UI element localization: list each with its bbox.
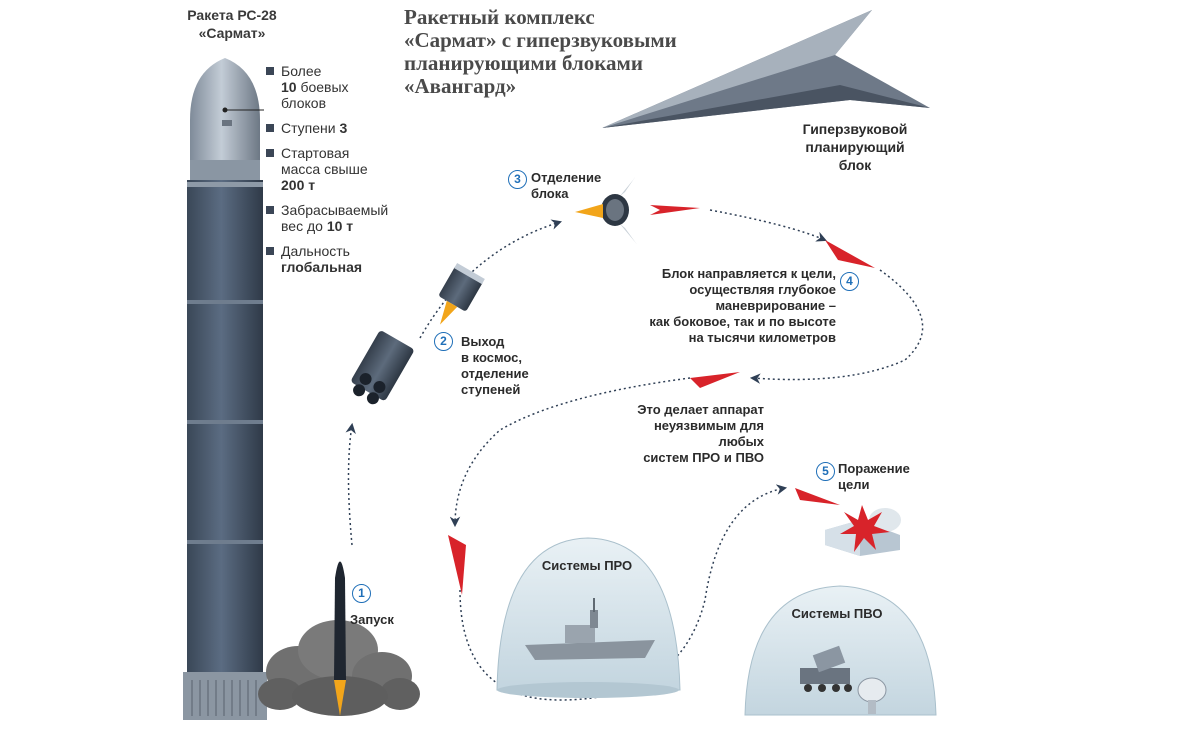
ascent-path (345, 422, 356, 546)
step-3-badge: 3 (508, 170, 527, 189)
warhead-icon (448, 535, 466, 595)
step-1-label: Запуск (350, 612, 394, 627)
pvo-zone-label: Системы ПВО (791, 606, 883, 621)
spec-range: Дальность глобальная (266, 243, 398, 275)
step-3-label: Отделение блока (531, 170, 602, 201)
first-stage-icon (351, 331, 414, 405)
step-5-badge: 5 (816, 462, 835, 481)
target-building-icon (825, 505, 901, 556)
sam-launcher-icon (800, 645, 852, 692)
invulnerability-note: Это делает аппарат неуязвимым для любых … (637, 402, 764, 465)
warhead-icon (690, 372, 740, 388)
page-title: Ракетный комплекс «Сармат» с гиперзвуков… (404, 5, 677, 98)
step-2-label: Выход в космос, отделение ступеней (461, 334, 529, 397)
warhead-icon (795, 488, 840, 505)
bullet-square-icon (266, 67, 274, 75)
spec-warheads: Более 10 боевых блоков (266, 63, 398, 111)
spec-launch-mass: Стартовая масса свыше 200 т (266, 145, 398, 193)
radar-dish-icon (857, 677, 887, 714)
step-5-label: Поражение цели (838, 461, 910, 492)
glide-block-label: Гиперзвуковой планирующий блок (802, 121, 908, 173)
rs28-rocket-icon (183, 58, 267, 720)
spec-stages: Ступени 3 (266, 120, 398, 136)
glide-path-1 (709, 209, 827, 242)
glide-path-4 (459, 484, 788, 701)
launch-smoke-icon (258, 620, 420, 716)
warship-icon (525, 598, 655, 660)
rocket-specs: Более 10 боевых блоков Ступени 3 Стартов… (266, 63, 398, 284)
second-stage-icon (439, 262, 485, 325)
bullet-square-icon (266, 149, 274, 157)
warhead-icon (825, 240, 875, 268)
warhead-icon (650, 205, 700, 215)
step-2-badge: 2 (434, 332, 453, 351)
rocket-title: Ракета РС-28 «Сармат» (187, 7, 277, 41)
step-1-badge: 1 (352, 584, 371, 603)
bullet-square-icon (266, 124, 274, 132)
bullet-square-icon (266, 206, 274, 214)
spec-throw-weight: Забрасываемый вес до 10 т (266, 202, 398, 234)
launching-rocket-icon (334, 561, 346, 716)
step-4-label: Блок направляется к цели, осуществляя гл… (649, 266, 836, 345)
step-4-badge: 4 (840, 272, 859, 291)
separation-path (419, 219, 563, 339)
bullet-square-icon (266, 247, 274, 255)
pro-zone-label: Системы ПРО (541, 558, 633, 573)
